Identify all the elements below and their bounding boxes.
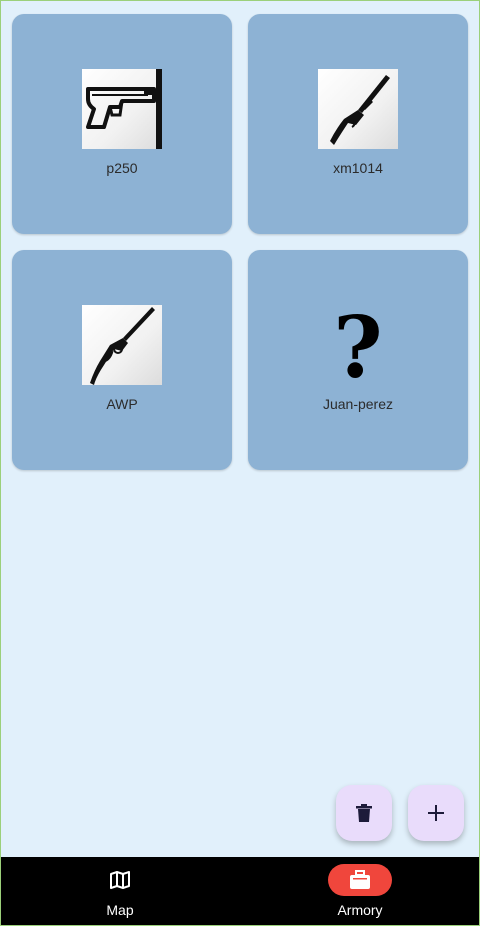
weapon-name: AWP	[106, 396, 138, 412]
trash-icon	[356, 804, 372, 822]
plus-icon	[428, 805, 444, 821]
briefcase-icon	[350, 870, 370, 889]
pistol-icon	[82, 69, 162, 149]
question-mark-icon: ?	[333, 305, 383, 386]
nav-item-map[interactable]: Map	[0, 857, 240, 926]
nav-icon-container	[88, 864, 152, 896]
delete-button[interactable]	[336, 785, 392, 841]
nav-icon-container	[328, 864, 392, 896]
nav-label: Map	[106, 902, 134, 918]
shotgun-icon	[318, 69, 398, 149]
weapon-name: xm1014	[333, 160, 383, 176]
rifle-icon	[82, 305, 162, 385]
weapon-card-xm1014[interactable]: xm1014	[248, 14, 468, 234]
nav-label: Armory	[337, 902, 383, 918]
add-button[interactable]	[408, 785, 464, 841]
weapon-card-p250[interactable]: p250	[12, 14, 232, 234]
weapon-name: p250	[106, 160, 138, 176]
bottom-navigation: Map Armory	[0, 857, 480, 926]
weapon-card-juan-perez[interactable]: ? Juan-perez	[248, 250, 468, 470]
nav-item-armory[interactable]: Armory	[240, 857, 480, 926]
weapon-name: Juan-perez	[322, 396, 394, 412]
weapon-card-awp[interactable]: AWP	[12, 250, 232, 470]
map-icon	[110, 871, 130, 889]
weapon-grid: p250 xm1014 AWP ? Juan-perez	[12, 14, 468, 470]
